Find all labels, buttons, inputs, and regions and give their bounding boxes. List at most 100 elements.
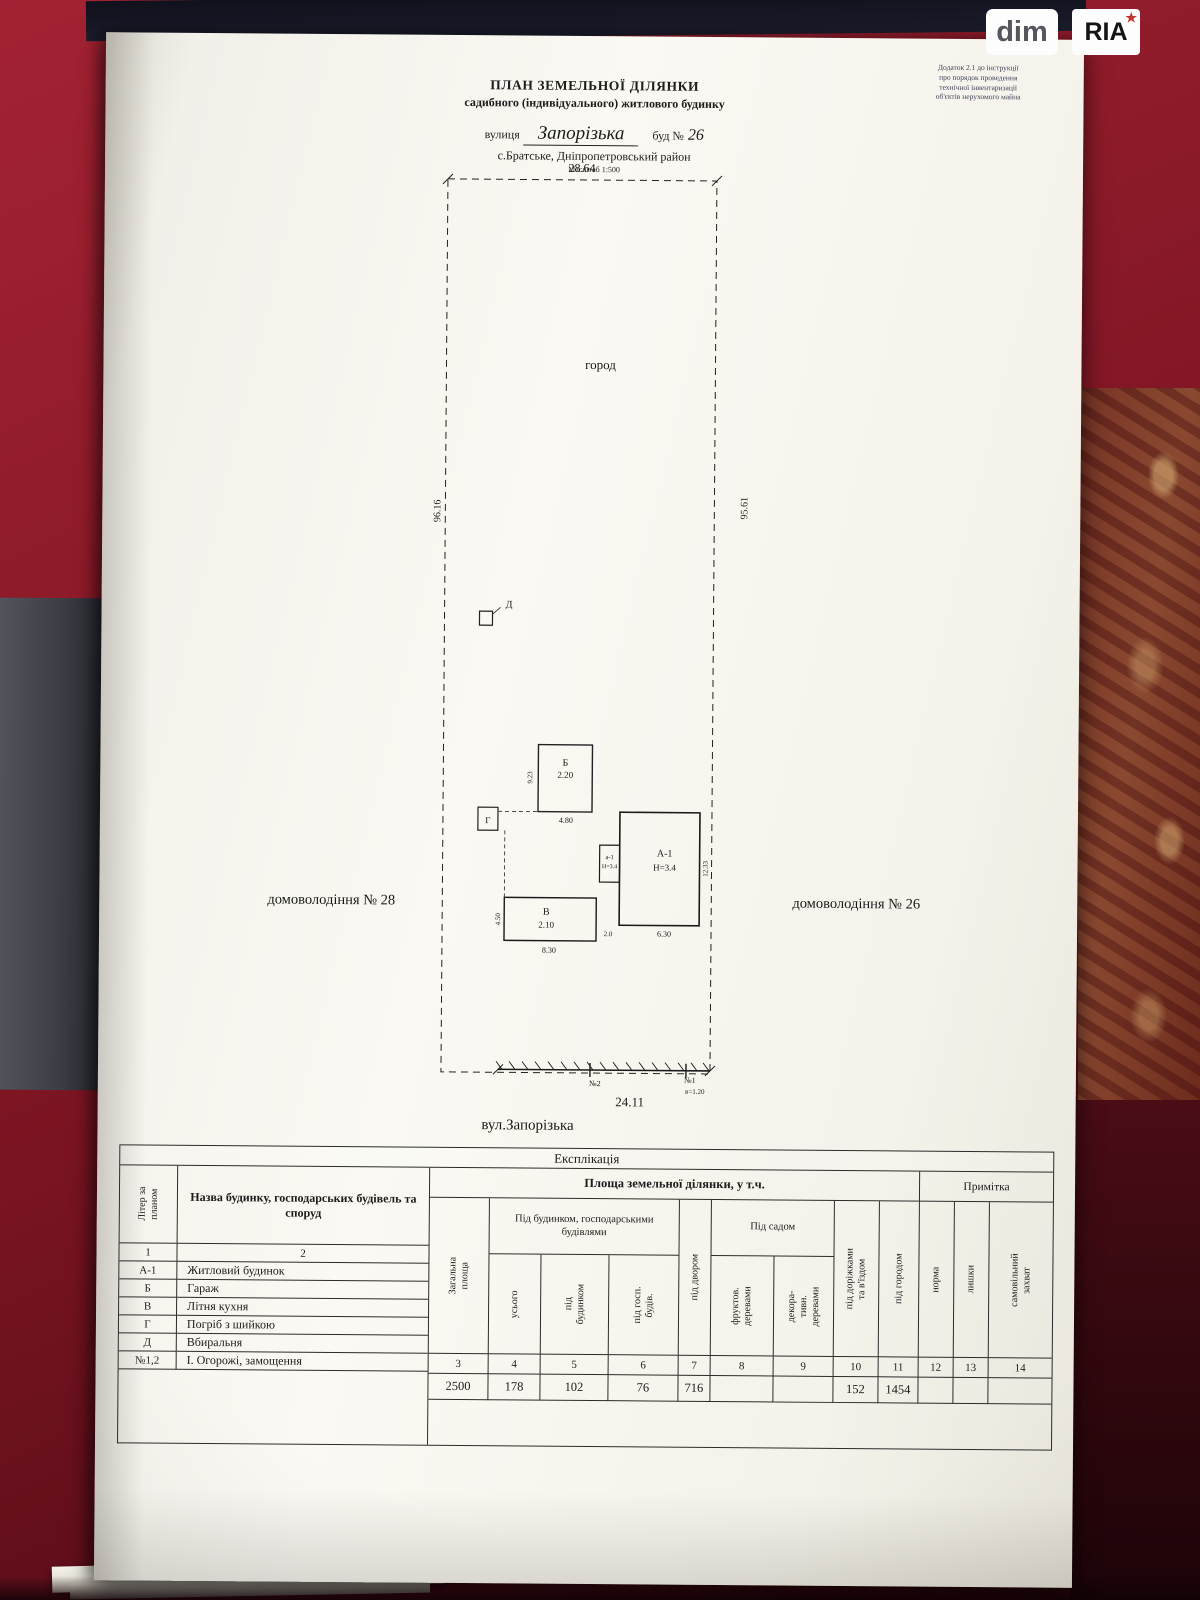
col-number: 14: [988, 1358, 1052, 1379]
annex-a1: [598, 844, 621, 883]
building-g-label: Г: [485, 815, 490, 825]
dim-logo: dim: [986, 9, 1058, 55]
col-header-under-house: під будинком: [540, 1254, 610, 1356]
value-cell: 716: [678, 1375, 711, 1402]
building-v-width-dim: 8.30: [542, 946, 556, 955]
col-header-excess: лишки: [953, 1201, 990, 1359]
col-number: 12: [918, 1357, 954, 1378]
col-number: 4: [488, 1354, 541, 1375]
empty-cell: [118, 1369, 428, 1444]
row-name: І. Огорожі, замощення: [176, 1351, 428, 1372]
row-name: Житловий будинок: [177, 1261, 429, 1282]
explication-right-block: Площа земельної ділянки, у т.ч. Примітка…: [428, 1167, 1054, 1450]
col-header-seizure: самовільний захват: [988, 1202, 1053, 1359]
col-header-name: Назва будинку, господарських будівель та…: [177, 1165, 430, 1246]
col-header-fruit: фруктов. деревами: [710, 1255, 775, 1357]
row-name: Вбиральня: [176, 1333, 428, 1354]
building-d-leader: [492, 606, 501, 615]
row-liter: Г: [118, 1315, 178, 1334]
plot-plan-drawing: 28.64 96.16 95.61 город Д Б 2.20 9.23 4.…: [267, 161, 920, 1134]
building-g: [477, 806, 499, 831]
building-a1-side-dim: 12.33: [701, 861, 709, 877]
col-header-under-hosp: під госп. будів.: [608, 1255, 680, 1356]
row-liter: В: [119, 1297, 178, 1316]
col-number: 10: [833, 1356, 879, 1378]
col-header-total: Загальна площа: [428, 1197, 490, 1355]
plot-boundary: [440, 178, 718, 1075]
plot-dim-top: 28.64: [568, 161, 595, 175]
building-v-side-dim: 4.50: [494, 913, 502, 926]
row-liter: А-1: [119, 1261, 178, 1280]
note-group-header: Примітка: [919, 1171, 1054, 1203]
col-number: 1: [119, 1243, 178, 1262]
explication-left-block: Літер за планом Назва будинку, господарс…: [118, 1165, 431, 1445]
gate-height-label: в=1.20: [685, 1088, 705, 1096]
value-cell: [918, 1377, 954, 1404]
col-header-norm: норма: [918, 1201, 955, 1358]
garden-group-header: Під садом: [711, 1199, 835, 1257]
col-number: 5: [540, 1354, 609, 1376]
explication-table: Експлікація Літер за планом Назва будинк…: [117, 1144, 1055, 1451]
ria-logo-text: RIA: [1084, 17, 1128, 46]
row-name: Гараж: [177, 1279, 429, 1300]
annex-a1-label: а-1: [605, 854, 613, 861]
segment-dim-1: 2.0: [604, 930, 613, 938]
row-name: Літня кухня: [177, 1297, 429, 1318]
under-building-group-header: Під будинком, господарськими будівлями: [489, 1198, 680, 1256]
col-header-liter-text: Літер за планом: [136, 1186, 160, 1222]
value-cell: 2500: [428, 1373, 489, 1401]
value-cell: [710, 1375, 774, 1403]
building-b-width-dim: 4.80: [559, 816, 573, 825]
col-header-liter: Літер за планом: [119, 1165, 179, 1244]
building-b-label: Б: [562, 758, 568, 769]
col-number: 9: [773, 1356, 834, 1377]
building-v: [503, 896, 598, 942]
value-cell: [988, 1378, 1052, 1405]
building-d-label: Д: [506, 599, 513, 610]
dimension-ticks: [442, 173, 723, 1077]
value-cell: 178: [488, 1374, 541, 1401]
building-d: [478, 610, 494, 626]
fence-line: [497, 1068, 710, 1072]
gate-1-label: №1: [684, 1076, 696, 1085]
col-header-decor: декора- тивн. деревами: [773, 1256, 835, 1357]
col-number: 11: [878, 1357, 919, 1378]
row-liter: Д: [118, 1333, 177, 1352]
neighbor-left-label: домоволодіння № 28: [267, 891, 395, 908]
ria-logo: RIA ★: [1072, 9, 1140, 55]
col-header-yard: під двором: [678, 1199, 712, 1356]
empty-cell: [428, 1400, 1051, 1450]
garden-label: город: [585, 357, 616, 372]
value-cell: 152: [833, 1376, 879, 1404]
value-cell: 102: [540, 1374, 609, 1402]
plot-dim-left: 96.16: [432, 500, 443, 523]
col-number: 8: [710, 1355, 774, 1377]
plot-dim-bottom: 24.11: [615, 1094, 644, 1109]
building-a1-height: Н=3.4: [653, 863, 676, 873]
col-number: 6: [608, 1355, 679, 1376]
value-cell: 1454: [878, 1377, 919, 1404]
building-b: [537, 743, 594, 813]
row-liter: Б: [119, 1279, 178, 1298]
building-a1-label: А-1: [657, 849, 673, 860]
col-header-total-all: усього: [488, 1254, 542, 1355]
plot-dim-right: 95.61: [739, 497, 750, 520]
ria-star-icon: ★: [1125, 10, 1137, 25]
col-header-paths: під доріжками та в'їздом: [833, 1200, 880, 1358]
value-cell: 76: [608, 1375, 679, 1402]
carpet-pattern: [1078, 388, 1200, 1118]
area-group-header: Площа земельної ділянки, у т.ч.: [429, 1167, 921, 1202]
building-b-height: 2.20: [557, 770, 573, 780]
col-header-garden: під городом: [878, 1201, 920, 1358]
col-number: 2: [177, 1243, 429, 1264]
explication-body: Літер за планом Назва будинку, господарс…: [117, 1165, 1055, 1451]
row-liter: №1,2: [118, 1351, 177, 1370]
street-name-label: вул.Запорізька: [481, 1117, 574, 1134]
segment-dim-2: 6.30: [657, 930, 671, 939]
neighbor-right-label: домоволодіння № 26: [792, 896, 920, 913]
annex-a1-height: Н=3.4: [602, 864, 617, 870]
gate-2-label: №2: [589, 1079, 601, 1088]
building-b-side-dim: 9.23: [526, 771, 534, 784]
shadow-area: [1070, 1100, 1200, 1600]
